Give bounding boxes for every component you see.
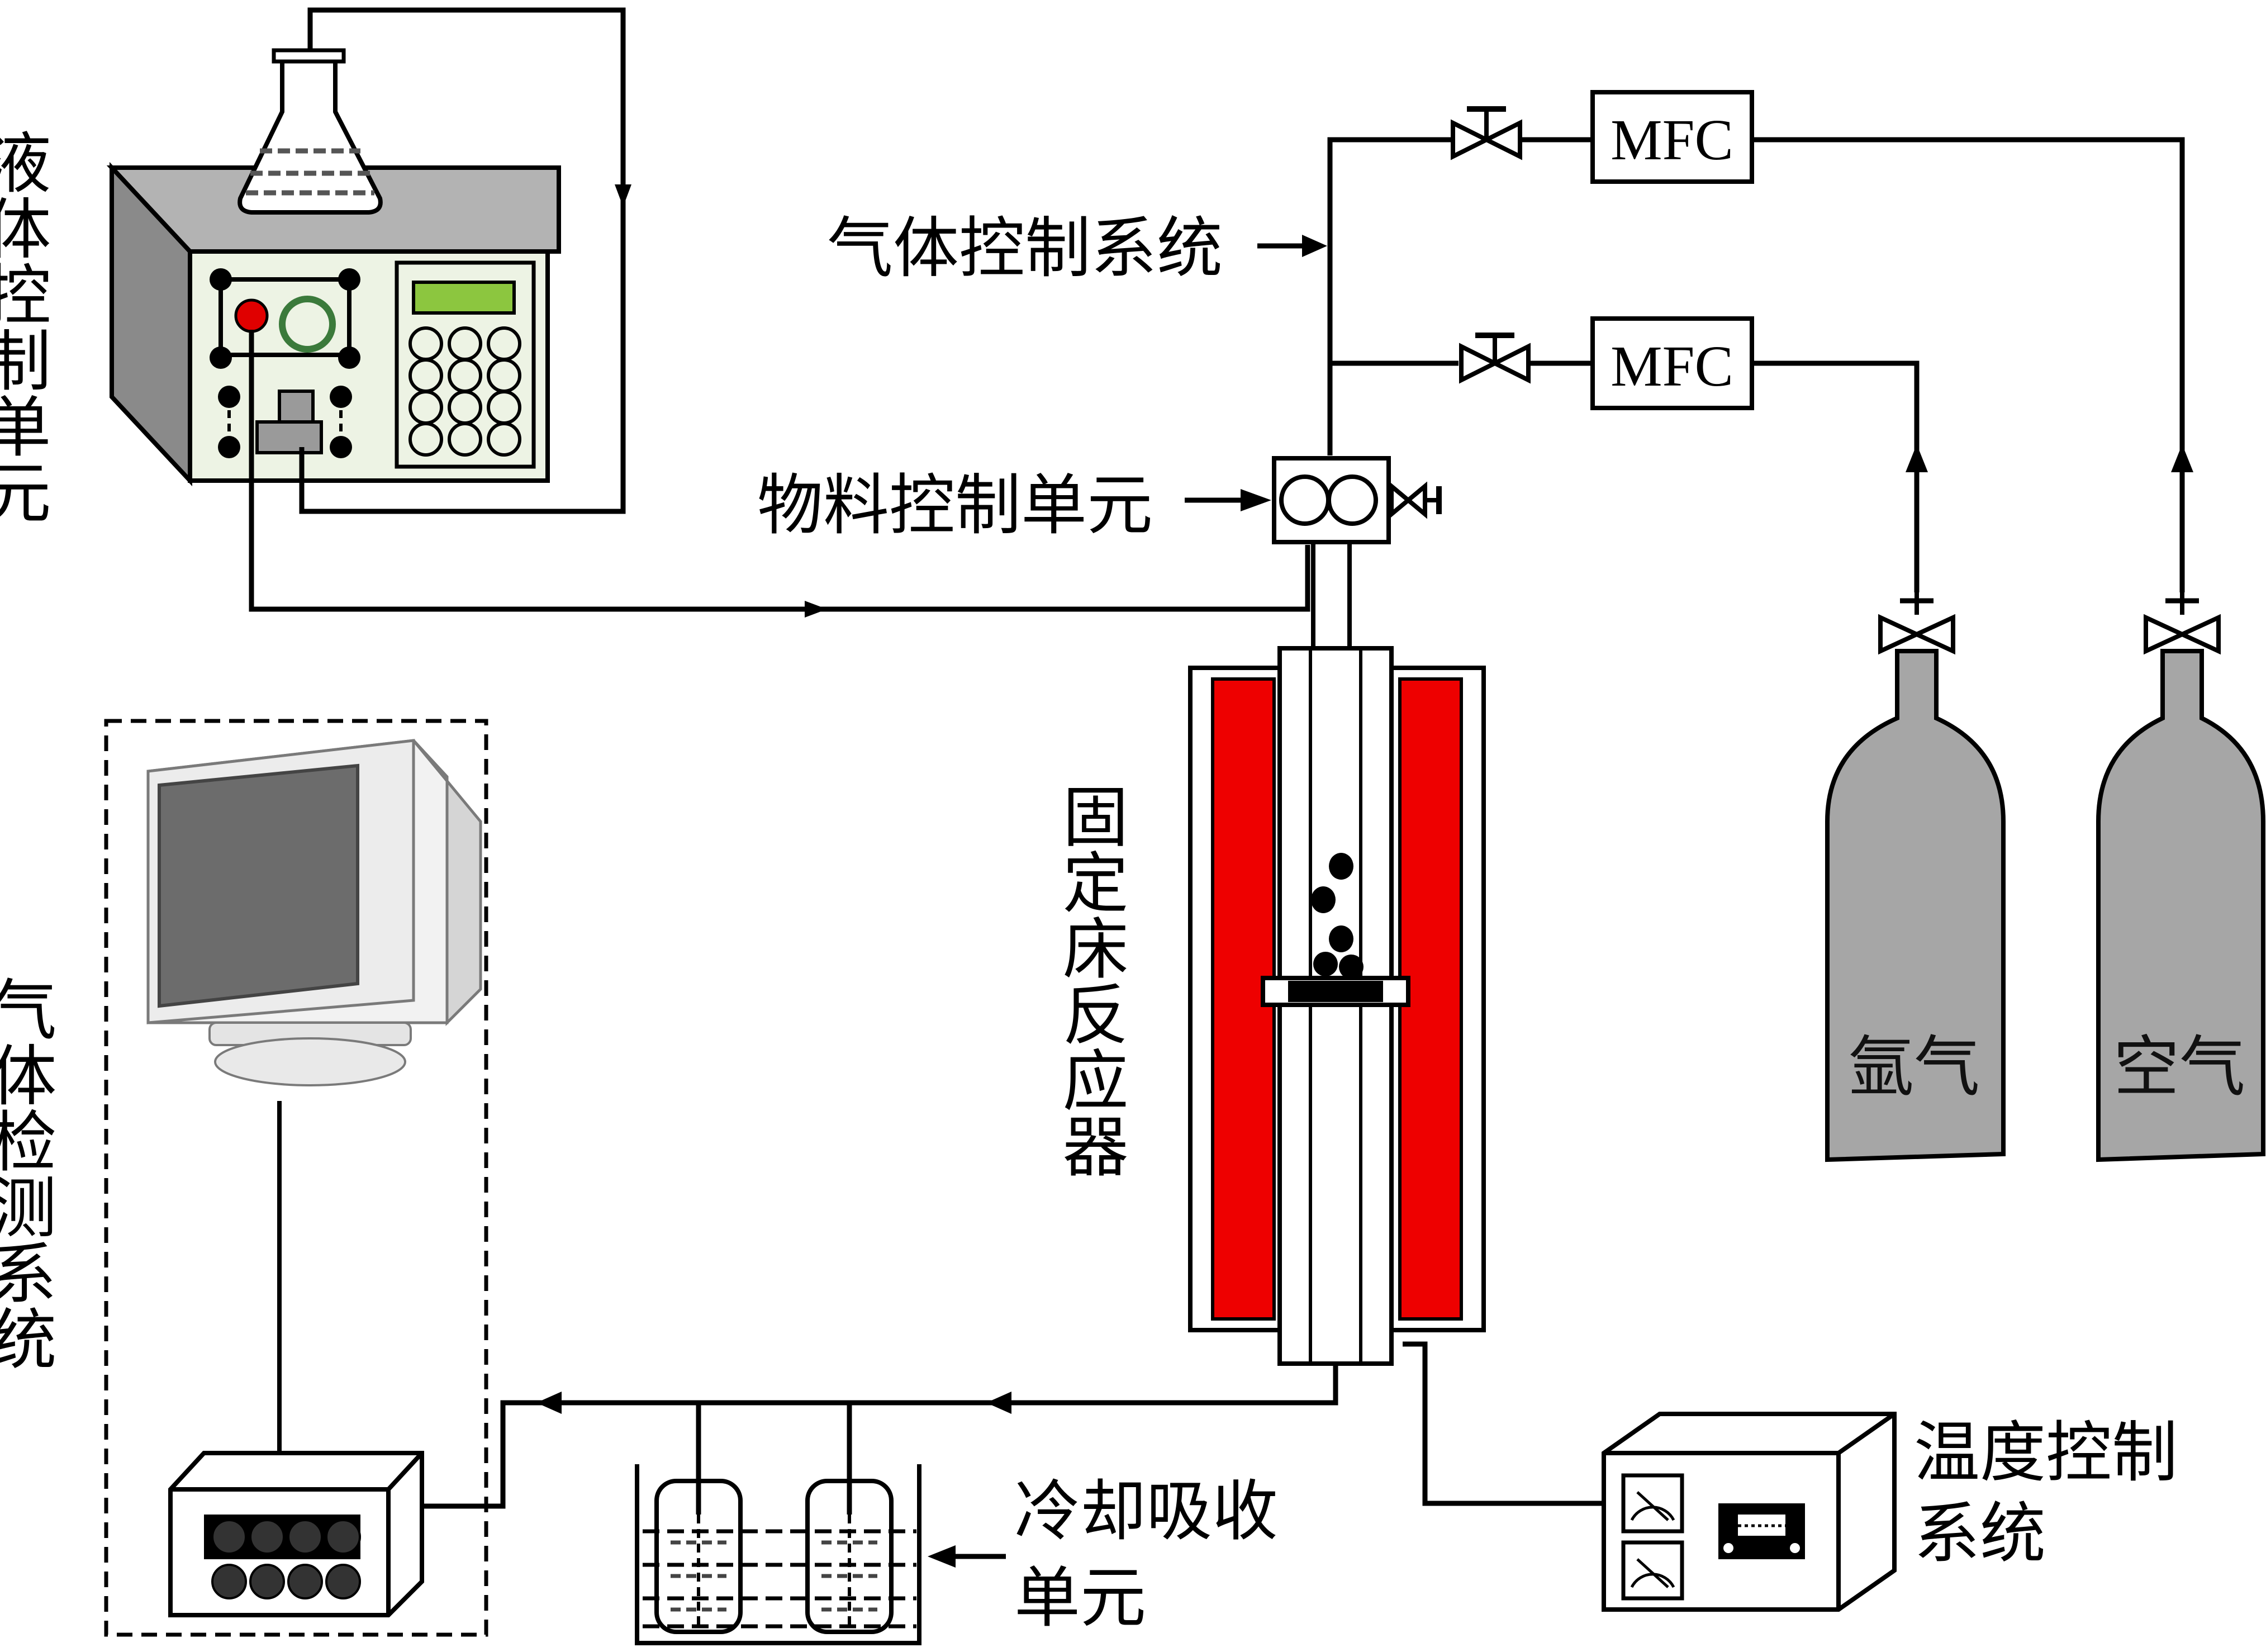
pump-control-panel <box>395 260 536 469</box>
catalyst-particles <box>1311 853 1364 979</box>
pump-keypad <box>408 326 521 457</box>
flow-arrow <box>615 184 631 207</box>
cylinder-valve-air <box>2144 592 2221 655</box>
temperature-control-label-line2: 系统 <box>1914 1495 2046 1572</box>
flow-arrow <box>2171 444 2193 472</box>
temperature-control-label-line1: 温度控制 <box>1914 1414 2178 1491</box>
cooling-absorption-bath <box>635 1464 921 1645</box>
air-cylinder: 空气 <box>2096 592 2265 1162</box>
erlenmeyer-flask <box>237 48 383 215</box>
flow-arrow <box>805 601 827 618</box>
gas-control-system: MFC MFC <box>1327 90 2193 592</box>
material-control-unit-label: 物料控制单元 <box>757 467 1153 544</box>
liquid-return-line <box>299 7 626 514</box>
liquid-control-unit-label: 液体控制单元 <box>0 129 51 524</box>
absorption-bottle-left <box>654 1479 743 1634</box>
air-cylinder-label: 空气 <box>2113 1028 2245 1105</box>
mfc-lower-label: MFC <box>1611 334 1733 398</box>
flow-arrow <box>536 1392 562 1414</box>
gas-analyzer <box>168 1451 424 1617</box>
cooling-absorption-label-line1: 冷却吸收 <box>1014 1473 1278 1550</box>
gas-detection-system-label: 气体检测系统 <box>0 975 56 1371</box>
liquid-feed-line <box>249 330 1310 612</box>
pointer-arrow <box>928 1545 956 1568</box>
needle-valve-lower <box>1459 333 1531 384</box>
pointer-arrow <box>1241 489 1271 511</box>
liquid-control-unit-text: 液体控制单元 <box>0 129 51 524</box>
gas-control-system-label: 气体控制系统 <box>827 210 1223 287</box>
gas-detection-system <box>104 719 488 1637</box>
needle-valve-upper <box>1451 106 1522 160</box>
purge-valve <box>1389 481 1442 519</box>
cylinder-valve-argon <box>1878 592 1955 655</box>
gauge-icon <box>1621 1473 1684 1534</box>
gauge-icon <box>1621 1540 1684 1601</box>
flow-arrow <box>986 1392 1011 1414</box>
material-mixer <box>1272 456 1442 544</box>
mfc-lower: MFC <box>1590 316 1754 410</box>
cooling-absorption-label-line2: 单元 <box>1014 1559 1146 1636</box>
absorption-bottle-right <box>805 1479 894 1634</box>
flow-arrow <box>1906 444 1928 472</box>
mfc-upper-label: MFC <box>1611 108 1733 172</box>
fixed-bed-reactor-label: 固定床反应器 <box>1051 782 1128 1178</box>
mfc-upper: MFC <box>1590 90 1754 184</box>
argon-cylinder-label: 氩气 <box>1848 1028 1980 1105</box>
injection-valve-panel <box>210 268 360 458</box>
pointer-arrow <box>1302 235 1327 257</box>
fixed-bed-reactor <box>1188 646 1486 1366</box>
temperature-controller <box>1602 1412 1897 1612</box>
argon-cylinder: 氩气 <box>1825 592 2006 1162</box>
temperature-display-icon <box>1718 1503 1805 1559</box>
computer-monitor <box>146 739 482 1086</box>
